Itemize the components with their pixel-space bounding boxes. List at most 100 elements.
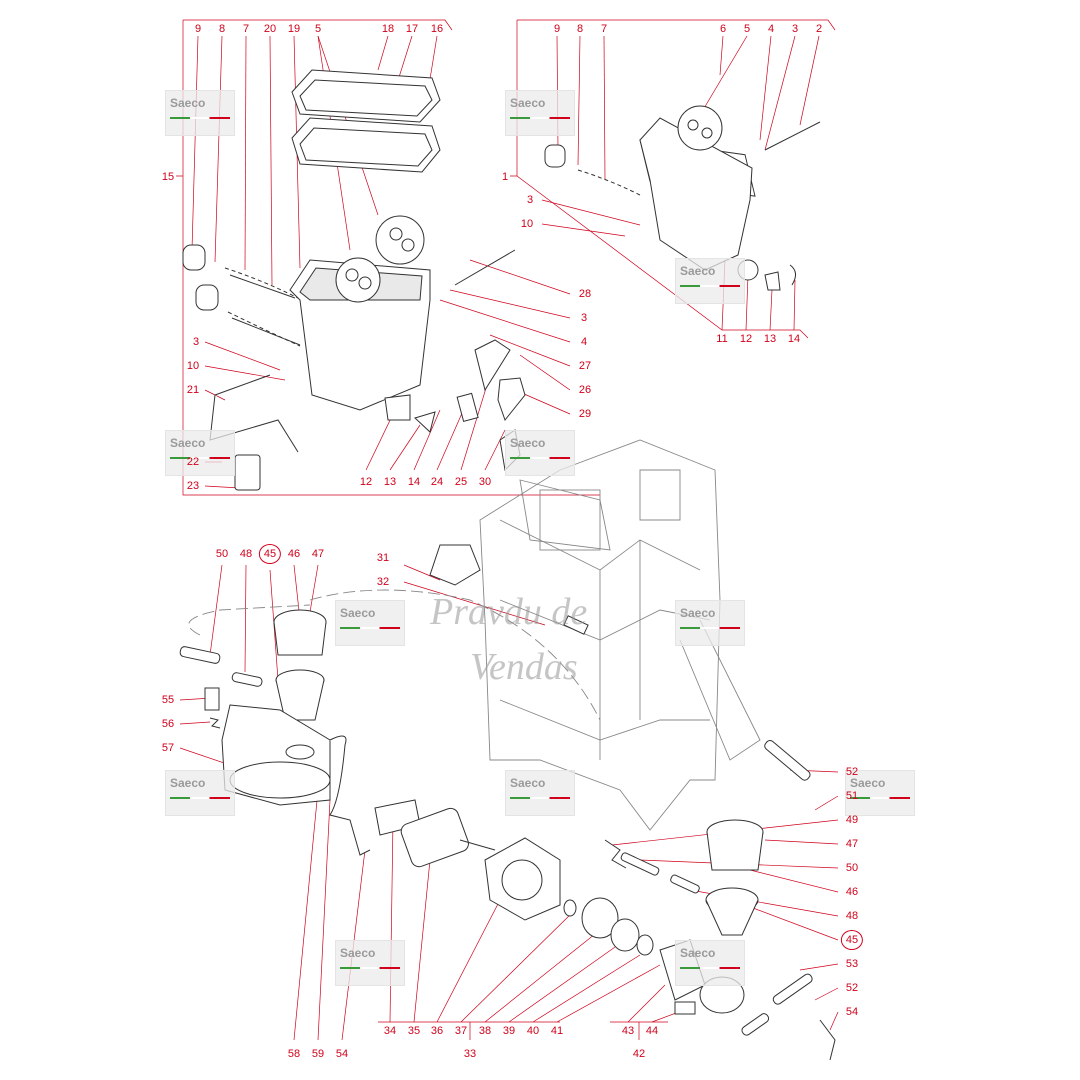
part-callout[interactable]: 32 — [376, 576, 390, 588]
part-callout[interactable]: 20 — [263, 23, 277, 35]
saeco-logo-badge: Saeco — [165, 90, 235, 136]
saeco-logo-stripe — [680, 967, 740, 969]
group-frame-42 — [610, 1021, 668, 1040]
part-callout[interactable]: 53 — [845, 958, 859, 970]
part-callout[interactable]: 42 — [632, 1048, 646, 1060]
part-callout[interactable]: 8 — [218, 23, 226, 35]
part-callout[interactable]: 31 — [376, 552, 390, 564]
part-callout[interactable]: 50 — [215, 548, 229, 560]
part-callout[interactable]: 39 — [502, 1025, 516, 1037]
part-callout[interactable]: 43 — [621, 1025, 635, 1037]
part-callout[interactable]: 7 — [600, 23, 608, 35]
part-callout[interactable]: 52 — [845, 766, 859, 778]
part-callout[interactable]: 49 — [845, 814, 859, 826]
part-callout[interactable]: 44 — [645, 1025, 659, 1037]
part-callout[interactable]: 51 — [845, 790, 859, 802]
part-callout[interactable]: 16 — [430, 23, 444, 35]
brew-group-right — [604, 739, 836, 1061]
part-callout[interactable]: 10 — [186, 360, 200, 372]
part-callout[interactable]: 37 — [454, 1025, 468, 1037]
saeco-logo-stripe — [510, 457, 570, 459]
part-callout[interactable]: 5 — [314, 23, 322, 35]
saeco-logo-text: Saeco — [680, 264, 716, 278]
part-callout[interactable]: 47 — [845, 838, 859, 850]
part-callout[interactable]: 24 — [430, 476, 444, 488]
part-callout[interactable]: 35 — [407, 1025, 421, 1037]
part-callout[interactable]: 58 — [287, 1048, 301, 1060]
part-callout[interactable]: 3 — [526, 194, 534, 206]
part-callout[interactable]: 41 — [550, 1025, 564, 1037]
part-callout[interactable]: 38 — [478, 1025, 492, 1037]
part-callout[interactable]: 46 — [287, 548, 301, 560]
saeco-logo-badge: Saeco — [505, 430, 575, 476]
part-callout[interactable]: 9 — [194, 23, 202, 35]
part-callout[interactable]: 56 — [161, 718, 175, 730]
part-callout[interactable]: 3 — [791, 23, 799, 35]
saeco-logo-badge: Saeco — [335, 940, 405, 986]
part-callout[interactable]: 11 — [716, 333, 728, 345]
part-callout[interactable]: 23 — [186, 480, 200, 492]
group-frame-1 — [510, 19, 836, 339]
part-callout[interactable]: 10 — [520, 218, 534, 230]
saeco-logo-badge: Saeco — [335, 600, 405, 646]
part-callout[interactable]: 7 — [242, 23, 250, 35]
saeco-logo-text: Saeco — [510, 96, 546, 110]
saeco-logo-text: Saeco — [340, 606, 376, 620]
part-callout[interactable]: 46 — [845, 886, 859, 898]
part-callout[interactable]: 25 — [454, 476, 468, 488]
part-callout[interactable]: 28 — [578, 288, 592, 300]
part-callout[interactable]: 33 — [463, 1048, 477, 1060]
part-callout[interactable]: 52 — [845, 982, 859, 994]
part-callout[interactable]: 50 — [845, 862, 859, 874]
part-callout[interactable]: 2 — [815, 23, 823, 35]
part-callout[interactable]: 59 — [311, 1048, 325, 1060]
part-callout[interactable]: 8 — [576, 23, 584, 35]
part-callout[interactable]: 13 — [763, 333, 777, 345]
part-callout[interactable]: 29 — [578, 408, 592, 420]
part-callout[interactable]: 30 — [478, 476, 492, 488]
part-callout[interactable]: 14 — [407, 476, 421, 488]
part-callout[interactable]: 12 — [359, 476, 373, 488]
part-callout[interactable]: 19 — [287, 23, 301, 35]
part-callout[interactable]: 6 — [719, 23, 727, 35]
part-callout[interactable]: 13 — [383, 476, 397, 488]
part-callout[interactable]: 1 — [501, 171, 509, 183]
saeco-logo-badge: Saeco — [505, 90, 575, 136]
part-callout[interactable]: 9 — [553, 23, 561, 35]
part-callout[interactable]: 12 — [739, 333, 753, 345]
part-callout-highlighted[interactable]: 45 — [258, 544, 282, 564]
group-frame-15 — [176, 19, 600, 496]
group-frame-33 — [378, 1021, 560, 1040]
saeco-logo-stripe — [170, 797, 230, 799]
watermark-line-1: Pravdu de — [430, 591, 588, 633]
part-callout[interactable]: 27 — [578, 360, 592, 372]
part-callout[interactable]: 3 — [192, 336, 200, 348]
part-callout[interactable]: 3 — [580, 312, 588, 324]
part-callout[interactable]: 18 — [381, 23, 395, 35]
part-callout[interactable]: 40 — [526, 1025, 540, 1037]
part-callout[interactable]: 22 — [186, 456, 200, 468]
part-callout[interactable]: 48 — [845, 910, 859, 922]
part-callout[interactable]: 47 — [311, 548, 325, 560]
saeco-logo-stripe — [340, 967, 400, 969]
watermark-line-2: Vendas — [470, 646, 578, 688]
part-callout[interactable]: 14 — [787, 333, 801, 345]
part-callout[interactable]: 54 — [845, 1006, 859, 1018]
part-callout[interactable]: 5 — [743, 23, 751, 35]
part-callout[interactable]: 21 — [186, 384, 200, 396]
saeco-logo-badge: Saeco — [165, 770, 235, 816]
part-callout[interactable]: 26 — [578, 384, 592, 396]
part-callout[interactable]: 55 — [161, 694, 175, 706]
part-callout[interactable]: 4 — [580, 336, 588, 348]
part-callout[interactable]: 34 — [383, 1025, 397, 1037]
part-callout[interactable]: 15 — [161, 171, 175, 183]
part-callout[interactable]: 4 — [767, 23, 775, 35]
part-callout-highlighted[interactable]: 45 — [840, 930, 864, 950]
part-callout[interactable]: 17 — [405, 23, 419, 35]
part-callout[interactable]: 48 — [239, 548, 253, 560]
saeco-logo-badge: Saeco — [165, 430, 235, 476]
part-callout[interactable]: 36 — [430, 1025, 444, 1037]
part-callout[interactable]: 54 — [335, 1048, 349, 1060]
part-callout[interactable]: 57 — [161, 742, 175, 754]
